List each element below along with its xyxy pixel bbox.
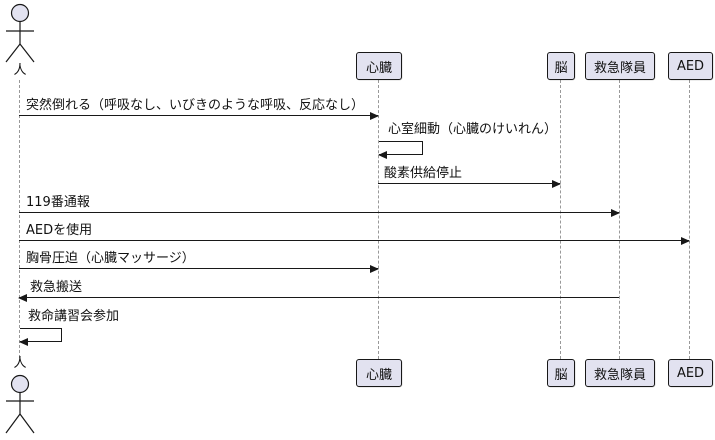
message-arrow-5 bbox=[19, 237, 690, 245]
person-actor-icon-top bbox=[5, 3, 35, 63]
actor-label-person-bottom: 人 bbox=[13, 356, 27, 371]
participant-box-aed-bottom: AED bbox=[668, 359, 713, 387]
message-label-4: 119番通報 bbox=[26, 195, 90, 210]
participant-box-paramedic-top: 救急隊員 bbox=[585, 52, 655, 80]
person-actor-icon-bottom bbox=[5, 374, 35, 434]
message-arrow-8-self-loop bbox=[19, 328, 62, 346]
lifeline-aed bbox=[689, 80, 690, 359]
message-label-1: 突然倒れる（呼吸なし、いびきのような呼吸、反応なし） bbox=[26, 98, 365, 113]
message-arrow-1 bbox=[19, 112, 379, 120]
participant-box-heart-bottom: 心臓 bbox=[356, 359, 402, 387]
message-arrow-4 bbox=[19, 209, 620, 217]
message-label-7: 救急搬送 bbox=[30, 280, 83, 295]
participant-box-heart-top: 心臓 bbox=[356, 52, 402, 80]
lifeline-brain bbox=[560, 80, 561, 359]
participant-box-aed-top: AED bbox=[668, 52, 713, 80]
lifeline-person bbox=[19, 80, 20, 358]
participant-box-brain-bottom: 脳 bbox=[547, 359, 575, 387]
message-label-6: 胸骨圧迫（心臓マッサージ） bbox=[26, 251, 195, 266]
message-label-3: 酸素供給停止 bbox=[384, 166, 463, 181]
participant-box-paramedic-bottom: 救急隊員 bbox=[585, 359, 655, 387]
actor-label-person-top: 人 bbox=[13, 63, 27, 78]
lifeline-paramedic bbox=[619, 80, 620, 359]
message-arrow-7 bbox=[18, 294, 619, 302]
participant-box-brain-top: 脳 bbox=[547, 52, 575, 80]
message-arrow-2-self-loop bbox=[378, 141, 423, 159]
message-arrow-6 bbox=[19, 265, 379, 273]
message-arrow-3 bbox=[378, 180, 561, 188]
message-label-2: 心室細動（心臓のけいれん） bbox=[388, 122, 558, 137]
lifeline-heart bbox=[378, 80, 379, 359]
message-label-5: AEDを使用 bbox=[26, 223, 93, 238]
message-label-8: 救命講習会参加 bbox=[28, 309, 120, 324]
